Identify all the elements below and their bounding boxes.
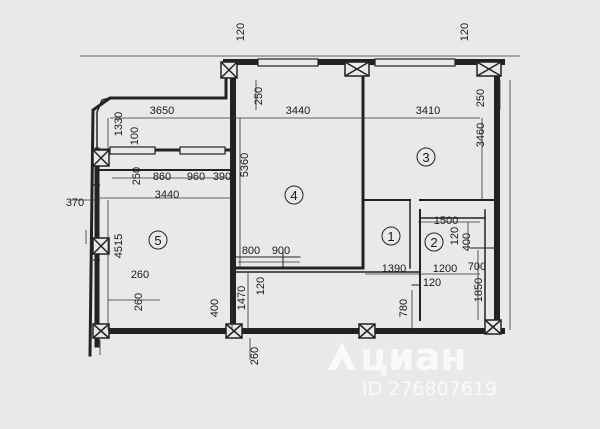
room-label-4: 4 [290, 188, 297, 203]
dim-3440-b: 3440 [155, 189, 179, 201]
dim-120-top-right: 120 [459, 23, 471, 41]
dim-3650: 3650 [150, 105, 174, 117]
dim-4515: 4515 [113, 234, 125, 258]
dim-5360: 5360 [239, 153, 251, 177]
dim-250-b: 250 [475, 89, 487, 107]
dim-250-a: 250 [253, 87, 265, 105]
watermark-brand: циан [360, 335, 467, 379]
dim-800: 800 [242, 245, 260, 257]
dim-1850: 1850 [473, 278, 485, 302]
room-label-5: 5 [154, 233, 161, 248]
dim-120-c: 120 [449, 227, 461, 245]
dimension-labels: 120 120 3650 3440 3410 250 250 1330 100 … [66, 23, 487, 365]
dim-120-d: 120 [255, 277, 267, 295]
dim-1470: 1470 [236, 286, 248, 310]
columns [92, 61, 502, 339]
watermark-id: ID 276807619 [362, 378, 497, 400]
dim-3460: 3460 [475, 123, 487, 147]
dim-100: 100 [129, 127, 141, 145]
dim-400-a: 400 [461, 233, 473, 251]
walls [88, 59, 505, 357]
room-label-3: 3 [422, 150, 429, 165]
dim-250-c: 250 [131, 167, 143, 185]
room-labels: 3 4 5 1 2 [148, 147, 444, 252]
dim-900: 900 [272, 245, 290, 257]
room-label-1: 1 [387, 229, 394, 244]
watermark: циан ID 276807619 [328, 335, 497, 400]
dim-120-top-left: 120 [235, 23, 247, 41]
dim-700: 700 [468, 261, 486, 273]
dim-260-b: 260 [133, 293, 145, 311]
dim-400-b: 400 [209, 299, 221, 317]
dimension-lines [70, 55, 520, 360]
dim-390: 390 [213, 171, 231, 183]
dim-1500: 1500 [434, 215, 458, 227]
dim-3410: 3410 [416, 105, 440, 117]
dim-260-c: 260 [249, 347, 261, 365]
dim-1330: 1330 [113, 112, 125, 136]
dim-3440: 3440 [286, 105, 310, 117]
room-label-2: 2 [430, 235, 437, 250]
dim-120-e: 120 [423, 277, 441, 289]
dim-1390: 1390 [382, 263, 406, 275]
cian-logo-icon [328, 342, 356, 370]
dim-370: 370 [66, 197, 84, 209]
dim-860: 860 [153, 171, 171, 183]
windows [93, 58, 456, 261]
dim-1200: 1200 [433, 263, 457, 275]
dim-780: 780 [398, 299, 410, 317]
dim-260-a: 260 [131, 269, 149, 281]
dim-960: 960 [187, 171, 205, 183]
